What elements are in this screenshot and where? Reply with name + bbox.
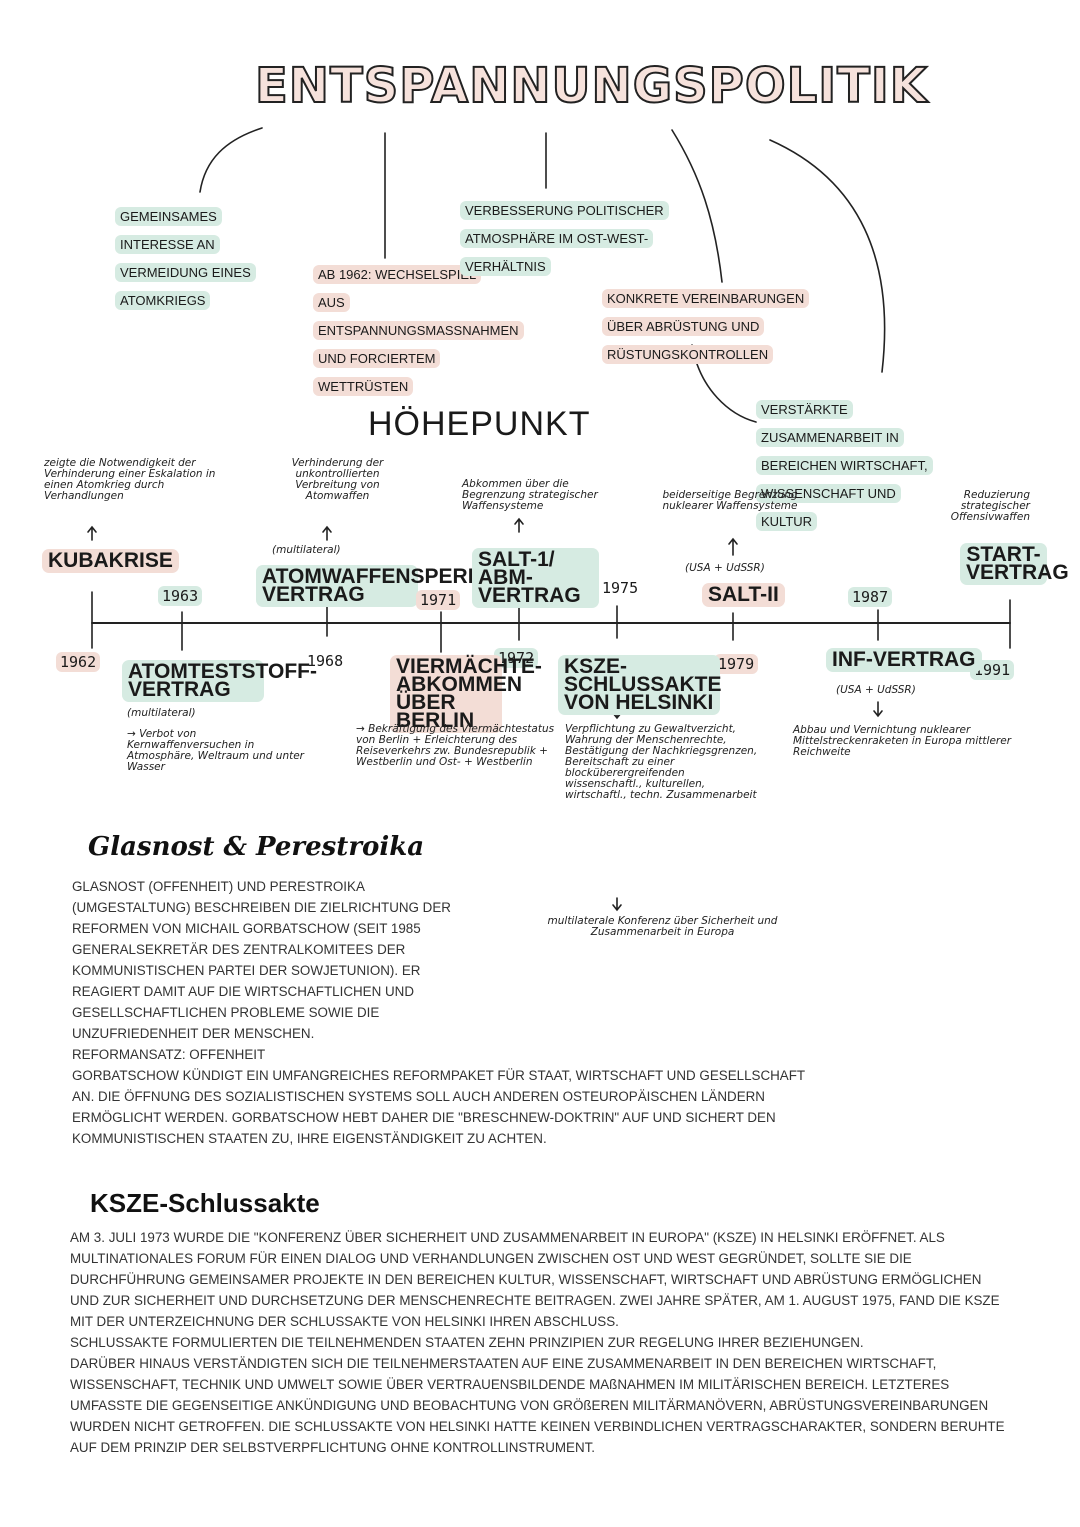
branch-line-4 [671,129,723,283]
note-inf: Abbau und Vernichtung nuklearer Mittelst… [793,724,1012,758]
year-1968: 1968 [307,652,344,670]
page-title: ENTSPANNUNGSPOLITIK [254,57,928,115]
note-atomwaffen-multi: (multilateral) [272,544,341,556]
branch-verbesserung-label: VERBESSERUNG POLITISCHER ATMOSPHÄRE IM O… [460,201,669,276]
note-start: Reduzierung strategischer Offensivwaffen [950,489,1030,523]
note-salt2-usa: (USA + UdSSR) [685,562,765,574]
event-ksze-schlussakte: KSZE-SCHLUSSAKTE VON HELSINKI [558,655,722,715]
note-atomtest: → Verbot von Kernwaffenversuchen in Atmo… [127,728,304,773]
ksze-text: AM 3. JULI 1973 WURDE DIE "KONFERENZ ÜBE… [70,1230,1000,1329]
year-1972: 1972 [494,648,539,668]
note-atomtest-multi: (multilateral) [127,707,196,719]
note-salt1: Abkommen über die Begrenzung strategisch… [462,478,598,512]
ksze-text3: DARÜBER HINAUS VERSTÄNDIGTEN SICH DIE TE… [70,1356,1005,1455]
branch-line-1 [199,127,263,193]
year-1962: 1962 [56,652,101,672]
year-1963: 1963 [158,586,203,606]
event-start-vertrag: START-VERTRAG [960,543,1069,585]
event-salt2: SALT-II [702,583,785,607]
branch-konkrete-label: KONKRETE VEREINBARUNGEN ÜBER ABRÜSTUNG U… [602,289,810,364]
event-kubakrise: KUBAKRISE [42,549,179,573]
ksze-text2: SCHLUSSAKTE FORMULIERTEN DIE TEILNEHMEND… [70,1335,864,1350]
branch-gemeinsames: GEMEINSAMES INTERESSE AN VERMEIDUNG EINE… [115,202,285,314]
glasnost-heading: Glasnost & Perestroika [88,832,425,862]
branch-line-5 [769,139,886,373]
branch-gemeinsames-label: GEMEINSAMES INTERESSE AN VERMEIDUNG EINE… [115,207,256,310]
year-1975: 1975 [602,579,639,597]
branch-verbesserung: VERBESSERUNG POLITISCHER ATMOSPHÄRE IM O… [460,196,675,280]
branch-verstaerkte: VERSTÄRKTE ZUSAMMENARBEIT IN BEREICHEN W… [756,395,951,535]
year-1987: 1987 [848,587,893,607]
note-kubakrise: zeigte die Notwendigkeit der Verhinderun… [44,457,216,502]
hoehepunkt-label: HÖHEPUNKT [368,405,591,443]
glasnost-reformansatz: REFORMANSATZ: OFFENHEIT [72,1047,266,1062]
note-inf-usa: (USA + UdSSR) [836,684,916,696]
event-inf-vertrag: INF-VERTRAG [826,648,982,672]
note-ksze-konferenz: multilaterale Konferenz über Sicherheit … [547,915,778,938]
glasnost-text: GLASNOST (OFFENHEIT) UND PERESTROIKA (UM… [72,879,451,1041]
note-ksze: Verpflichtung zu Gewaltverzicht, Wahrung… [565,723,758,801]
branch-konkrete: KONKRETE VEREINBARUNGEN ÜBER ABRÜSTUNG U… [602,284,822,368]
event-atomteststoppvertrag: ATOMTESTSTOFF-VERTRAG [122,660,317,702]
note-salt2: beiderseitige Begrenzung nuklearer Waffe… [662,489,798,512]
event-viermaechteabkommen: VIERMÄCHTE-ABKOMMEN ÜBER BERLIN [390,655,542,733]
event-salt1: SALT-1/ ABM-VERTRAG [472,548,599,608]
glasnost-text2: GORBATSCHOW KÜNDIGT EIN UMFANGREICHES RE… [72,1068,805,1146]
event-atomwaffensperrvertrag: ATOMWAFFENSPERR-VERTRAG [256,565,490,607]
note-atomwaffen: Verhinderung der unkontrollierten Verbre… [291,457,384,502]
year-1971: 1971 [416,590,461,610]
note-viermaechte: → Bekräftigung des Viermächtestatus von … [356,723,555,768]
branch-ab1962: AB 1962: WECHSELSPIEL AUS ENTSPANNUNGSMA… [313,260,524,400]
year-1979: 1979 [714,654,759,674]
ksze-heading: KSZE-Schlussakte [90,1188,320,1218]
